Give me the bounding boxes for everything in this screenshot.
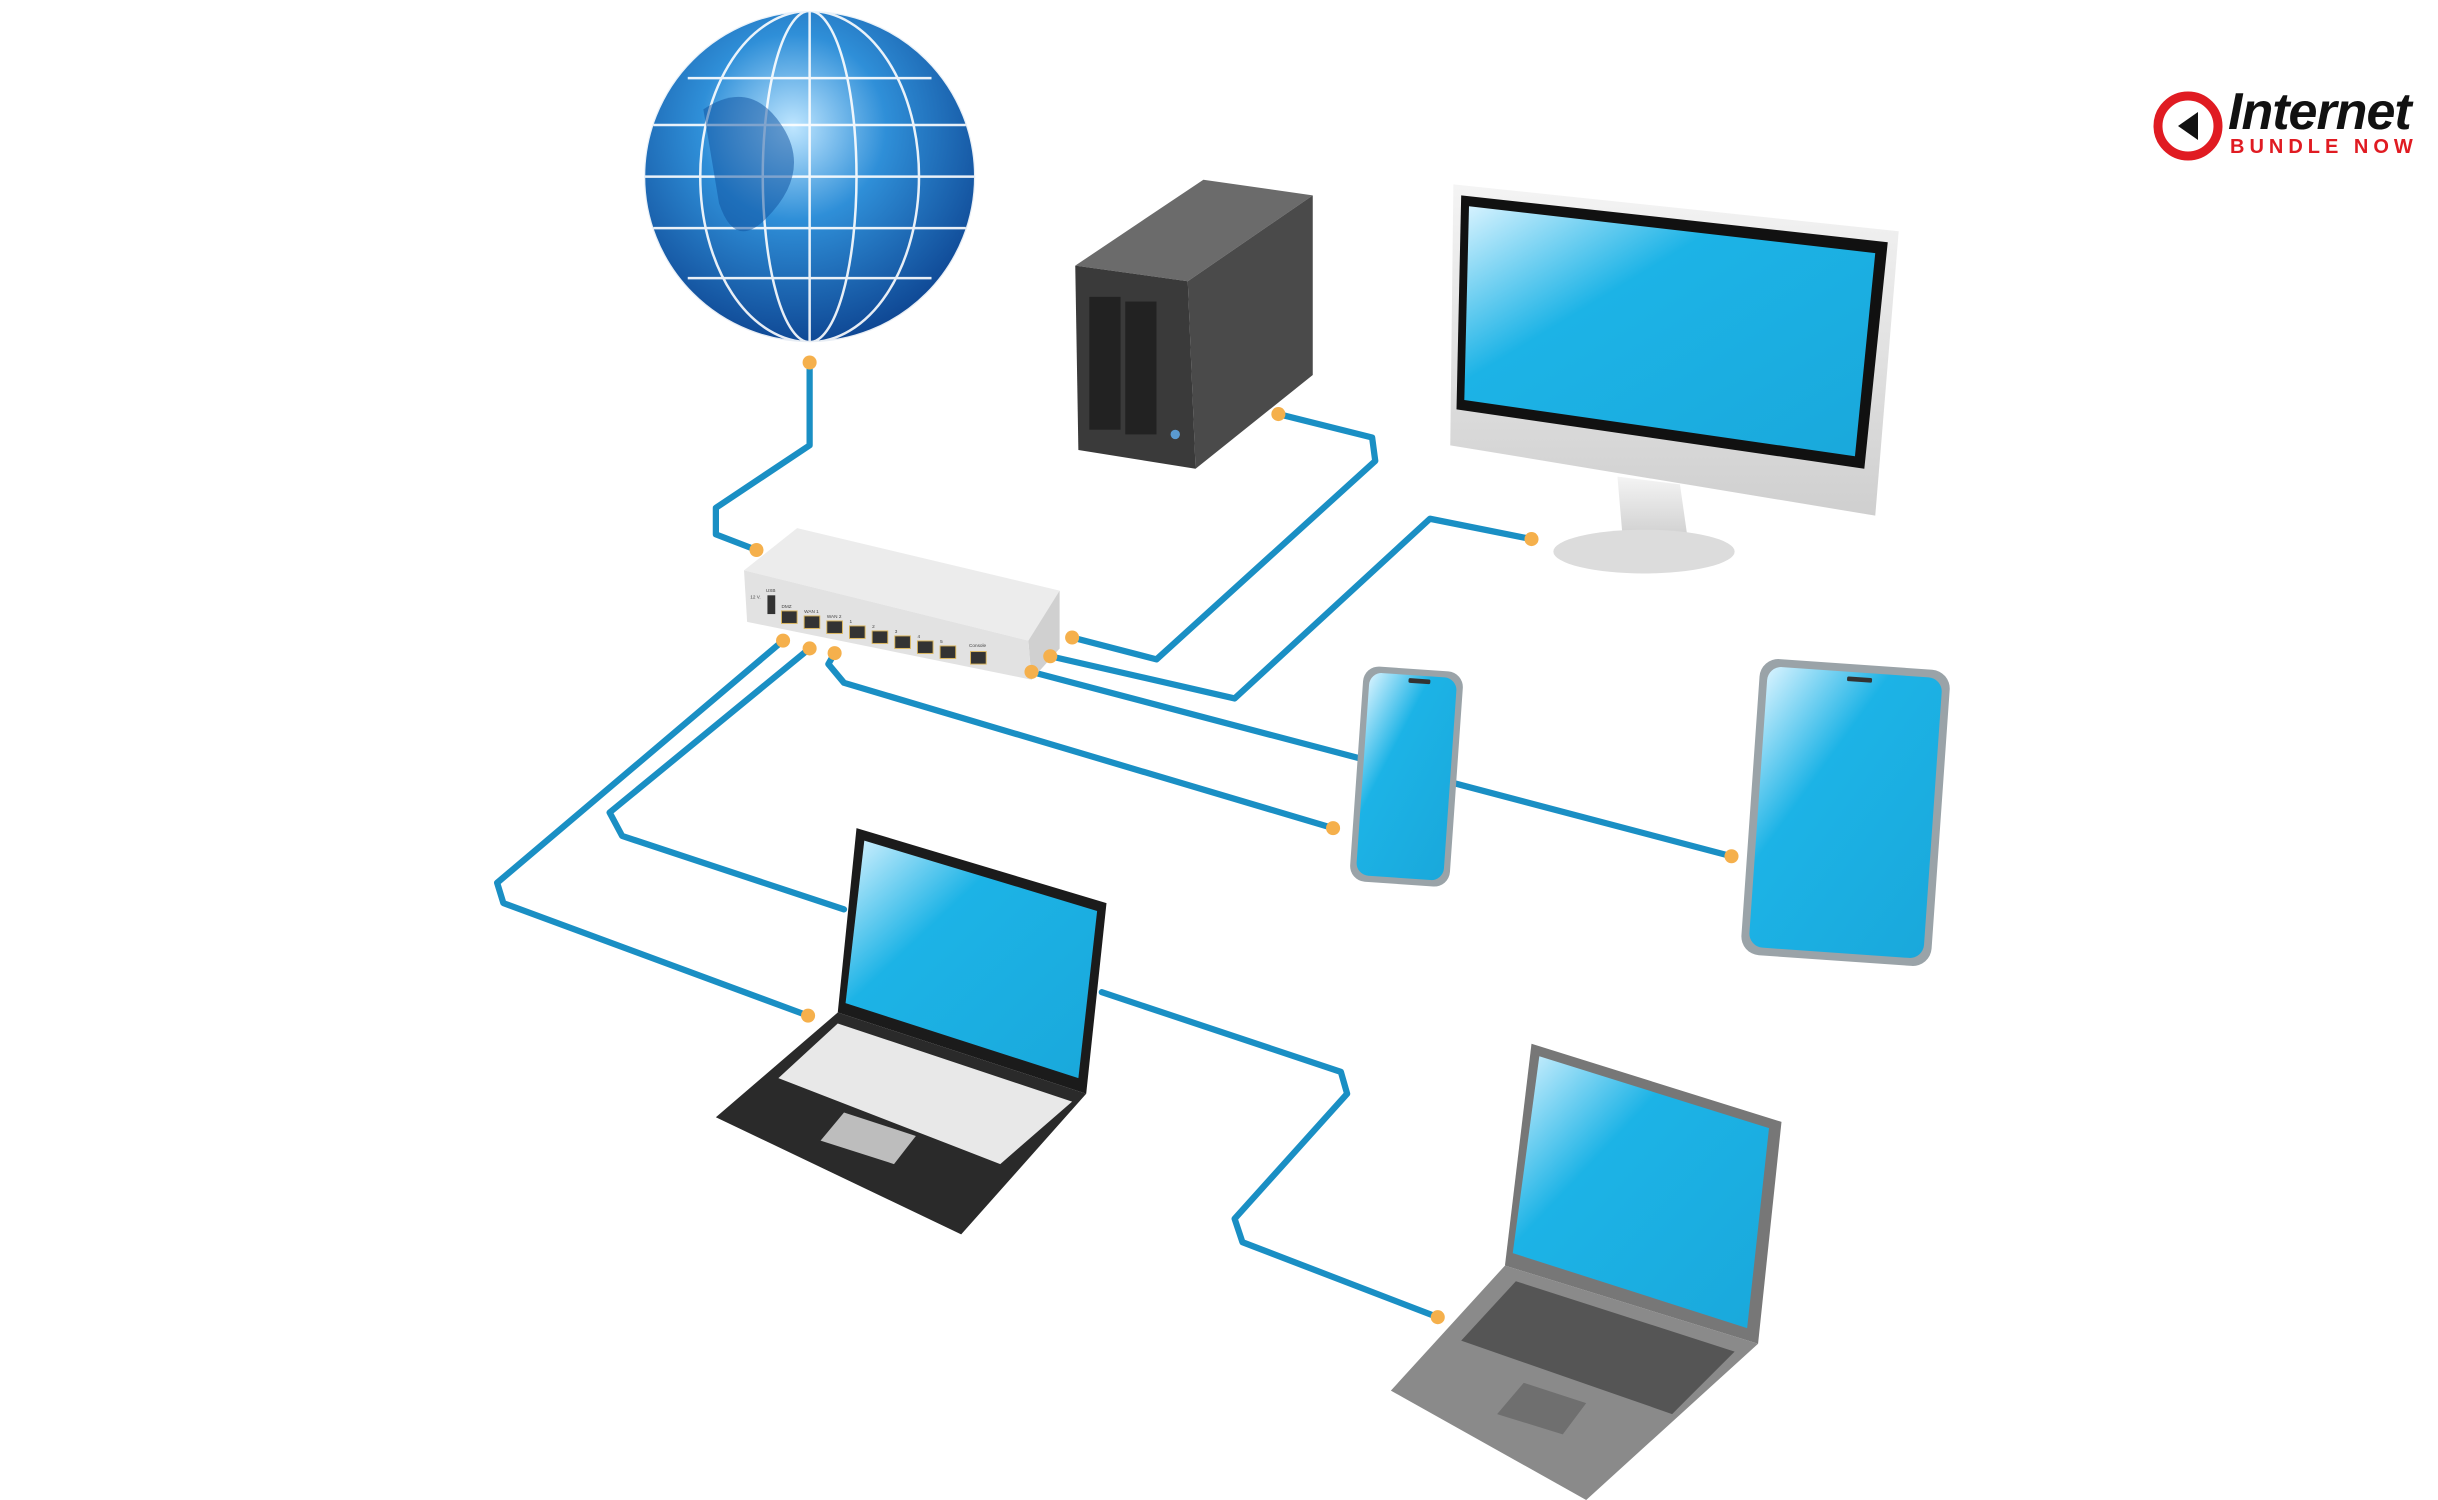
connector-dot [1024, 664, 1039, 679]
usb-label: USB [766, 588, 776, 593]
cable-laptop-1b [493, 637, 812, 1019]
connector-dot [776, 633, 791, 648]
port-label: WAN 2 [827, 614, 842, 619]
laptop-icon [1390, 1043, 1782, 1500]
cable-laptop-1a [606, 645, 848, 913]
brand-logo: Internet BUNDLE NOW [2150, 83, 2435, 164]
logo-word: Internet [2228, 83, 2412, 141]
laptop-icon [715, 828, 1107, 1235]
port-label: DMZ [782, 604, 792, 609]
connector-dot [802, 641, 817, 656]
cable-monitor [1047, 515, 1535, 702]
usb-port [767, 595, 776, 615]
connector-dot [1043, 649, 1058, 664]
ethernet-port [894, 635, 911, 649]
connector-dot [1524, 532, 1539, 547]
port-label: 5 [940, 639, 943, 644]
logo-tagline: BUNDLE NOW [2230, 136, 2418, 158]
connector-dot [801, 1008, 816, 1023]
cable-nas [1069, 410, 1379, 663]
port-label: 4 [917, 634, 920, 639]
router-icon: 12 V. USB DMZ WAN 1 WAN 2 1 2 3 4 5 Console [744, 528, 1060, 680]
connector-dot [1430, 1310, 1445, 1325]
port-label: 3 [895, 629, 898, 634]
nas-icon [1075, 179, 1313, 469]
connector-dot [827, 646, 842, 661]
phone-icon [1350, 666, 1463, 887]
console-port [970, 651, 987, 665]
connector-dot [749, 542, 764, 558]
connectors [749, 355, 1739, 1325]
port-label: WAN 1 [804, 609, 819, 614]
console-label: Console [969, 643, 987, 648]
cables [493, 359, 1735, 1321]
ethernet-port [781, 610, 798, 624]
cable-laptop-2 [1098, 989, 1441, 1321]
power-label: 12 V. [750, 594, 760, 599]
connector-dot [1271, 407, 1286, 422]
connector-dot [802, 355, 817, 370]
ethernet-port [939, 645, 957, 659]
cable-globe [712, 359, 813, 554]
ethernet-port [916, 640, 934, 654]
connector-dot [1065, 630, 1080, 645]
port-label: 2 [872, 624, 875, 629]
ethernet-port [803, 615, 821, 629]
ethernet-port [871, 630, 889, 644]
connector-dot [1326, 821, 1341, 836]
logo-emblem-icon [2153, 91, 2223, 161]
globe-icon [642, 9, 977, 344]
monitor-icon [1450, 184, 1899, 574]
ethernet-port [849, 625, 866, 639]
port-label: 1 [849, 619, 852, 624]
connector-dot [1724, 849, 1739, 864]
tablet-icon [1741, 659, 1950, 966]
ethernet-port [826, 620, 843, 634]
